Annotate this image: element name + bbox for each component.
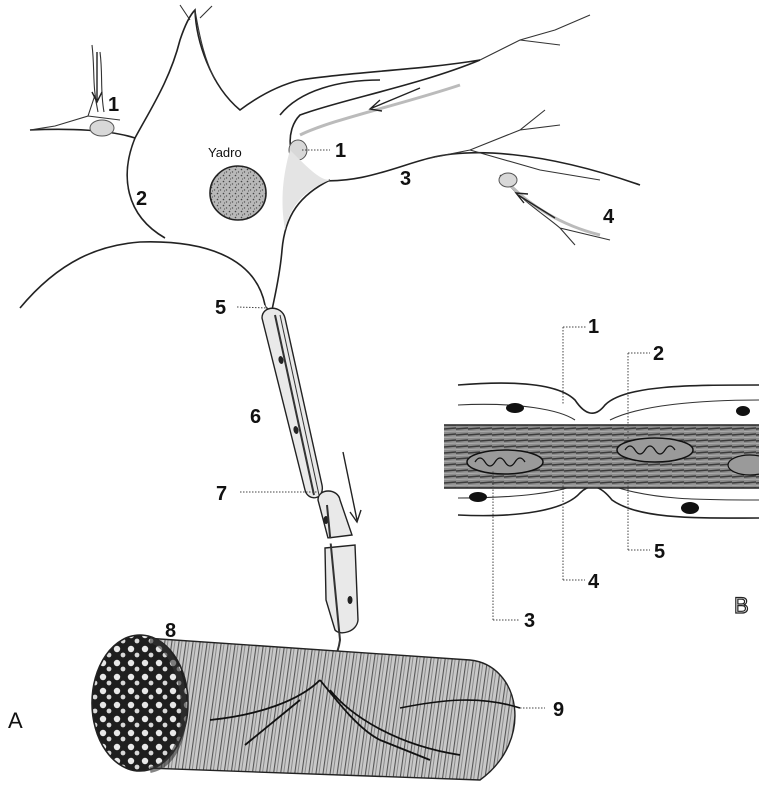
dendrite-branch-far [480, 15, 590, 60]
label-2: 2 [136, 188, 147, 210]
neuron: 1 1 2 3 4 5 6 7 8 9 Yadro A [8, 5, 640, 780]
inset-schwann-nucleus-3 [469, 492, 487, 502]
label-6: 6 [250, 406, 261, 428]
inset-label-3: 3 [524, 610, 535, 632]
label-3: 3 [400, 168, 411, 190]
inset-label-1: 1 [588, 316, 599, 338]
inset-label-2: 2 [653, 343, 664, 365]
label-8: 8 [165, 620, 176, 642]
dendrite-branch-right [430, 110, 600, 180]
leader-5 [237, 307, 268, 308]
label-5: 5 [215, 297, 226, 319]
nucleus [210, 166, 266, 220]
soma-lower-right [272, 180, 330, 310]
label-4: 4 [603, 206, 615, 228]
label-7: 7 [216, 483, 227, 505]
panel-a-label: A [8, 708, 23, 733]
incoming-axon-lower [510, 185, 600, 235]
synapse-left [90, 120, 114, 136]
label-1-left: 1 [108, 94, 119, 116]
arrow-lower-right [516, 193, 555, 218]
inset-schwann-nucleus-2 [736, 406, 750, 416]
inset-outer-top [458, 383, 759, 413]
inset-label-4: 4 [588, 571, 600, 593]
inset-label-5: 5 [654, 541, 665, 563]
inset-schwann-nucleus-1 [506, 403, 524, 413]
inset-leader-4 [563, 480, 585, 580]
synapse-far-right [499, 173, 517, 187]
incoming-axon-left-2 [100, 52, 104, 112]
dendrite-branch-top [180, 5, 215, 80]
inset-schwann-nucleus-4 [681, 502, 699, 514]
label-1-right: 1 [335, 140, 346, 162]
inset-leader-3 [493, 470, 520, 620]
nucleus-label: Yadro [208, 145, 242, 160]
muscle-fiber [92, 635, 520, 780]
myelin-sheath-3 [325, 545, 358, 633]
arrow-axon-down [343, 452, 361, 522]
soma-lower-left [20, 242, 265, 308]
myelin-sheath-2 [318, 491, 352, 538]
panel-b-label: B [734, 593, 749, 618]
label-9: 9 [553, 699, 564, 721]
inset-leader-5 [628, 480, 650, 550]
inset-node-of-ranvier: 1 2 3 4 5 B [444, 316, 759, 632]
inset-outer-bottom [458, 487, 759, 518]
muscle-body [145, 638, 515, 780]
axon-core-1 [275, 315, 314, 495]
dendrite-upper-edge [280, 80, 380, 115]
schwann-nucleus-4 [348, 596, 353, 604]
